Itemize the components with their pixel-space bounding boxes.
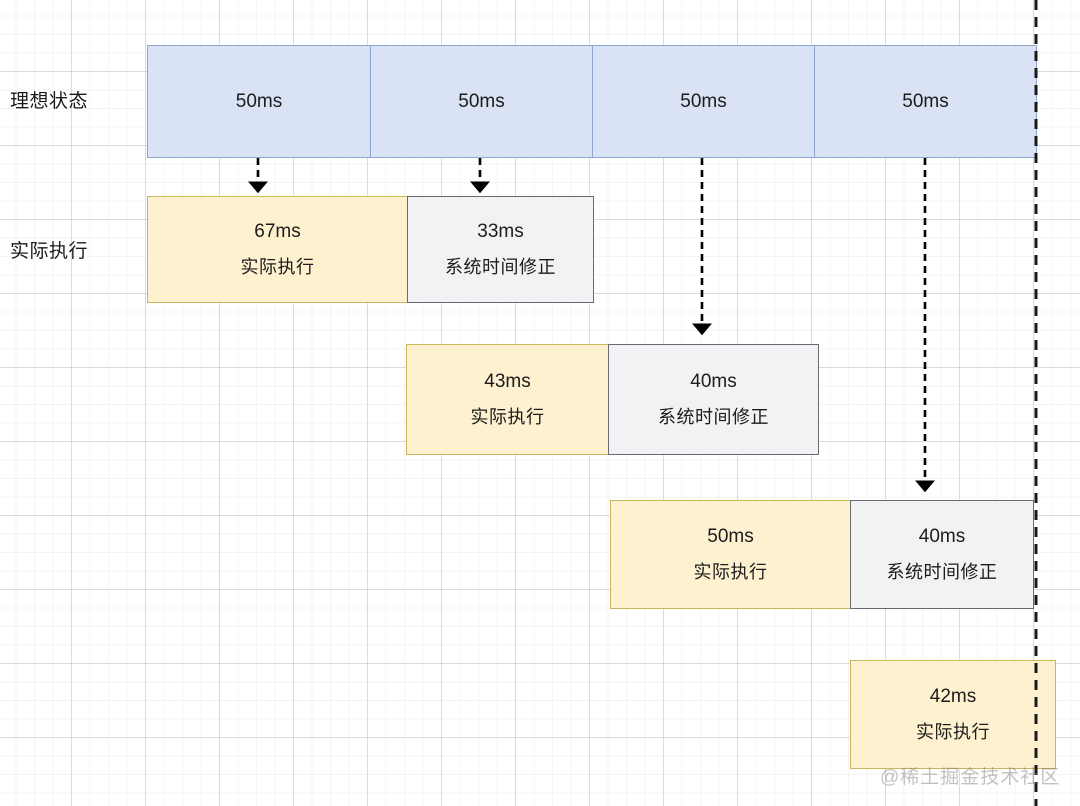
execution-row-1-correction: 33ms 系统时间修正	[407, 196, 594, 303]
execution-row-1-actual-caption: 实际执行	[240, 257, 315, 278]
execution-row-2-actual: 43ms 实际执行	[406, 344, 609, 455]
ideal-segment-3-value: 50ms	[680, 90, 727, 112]
execution-row-3-actual: 50ms 实际执行	[610, 500, 851, 609]
ideal-segment-2: 50ms	[370, 45, 593, 158]
ideal-segment-2-value: 50ms	[458, 90, 505, 112]
execution-row-4-actual: 42ms 实际执行	[850, 660, 1056, 769]
execution-row-4-actual-caption: 实际执行	[916, 722, 990, 743]
execution-row-1-correction-caption: 系统时间修正	[445, 257, 556, 278]
execution-row-1-actual-value: 67ms	[254, 221, 301, 243]
watermark: @稀土掘金技术社区	[880, 767, 1061, 788]
execution-row-2-correction-value: 40ms	[690, 371, 737, 393]
execution-row-2-actual-caption: 实际执行	[470, 407, 545, 428]
execution-row-3-actual-caption: 实际执行	[693, 562, 768, 583]
execution-row-3-correction-value: 40ms	[918, 526, 966, 548]
execution-row-3-actual-value: 50ms	[707, 526, 754, 548]
ideal-segment-1: 50ms	[147, 45, 371, 158]
ideal-segment-3: 50ms	[592, 45, 815, 158]
execution-row-2-correction: 40ms 系统时间修正	[608, 344, 819, 455]
execution-row-3-correction: 40ms 系统时间修正	[850, 500, 1034, 609]
execution-row-2-correction-caption: 系统时间修正	[658, 407, 769, 428]
execution-row-4-actual-value: 42ms	[929, 686, 977, 708]
ideal-segment-1-value: 50ms	[235, 90, 283, 112]
ideal-segment-4: 50ms	[814, 45, 1037, 158]
execution-row-1-correction-value: 33ms	[477, 221, 524, 243]
execution-row-1-actual: 67ms 实际执行	[147, 196, 408, 303]
execution-row-2-actual-value: 43ms	[484, 371, 531, 393]
row-label-actual: 实际执行	[10, 241, 89, 262]
row-label-ideal: 理想状态	[10, 91, 89, 112]
execution-row-3-correction-caption: 系统时间修正	[886, 562, 998, 583]
ideal-segment-4-value: 50ms	[902, 90, 949, 112]
